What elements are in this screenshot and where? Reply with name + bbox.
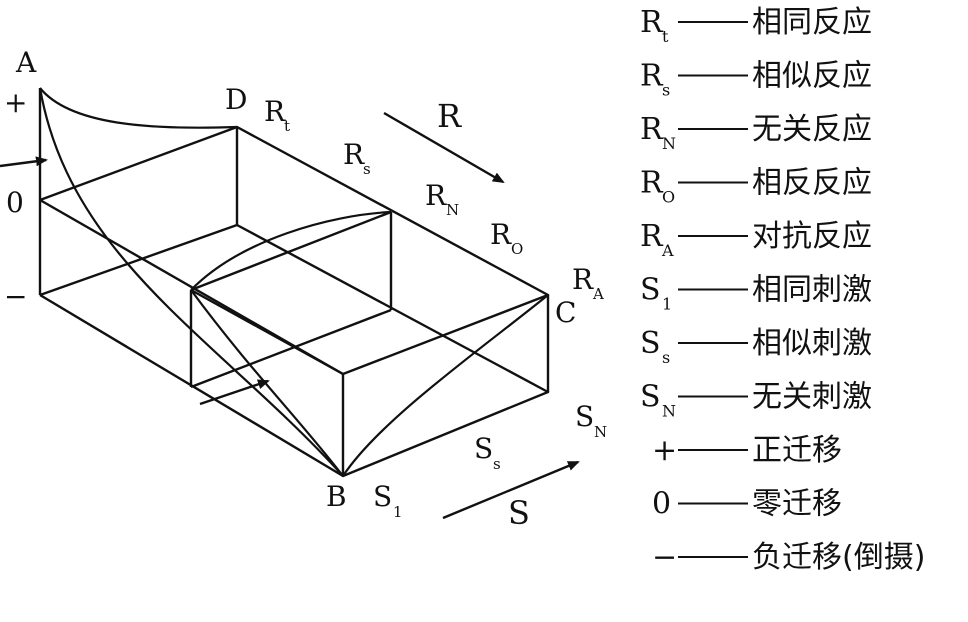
- vertex-B-label: B: [326, 480, 347, 513]
- curve-B-C: [342, 294, 549, 477]
- edge-label-SN: S N: [575, 400, 607, 441]
- arrows: [0, 111, 580, 520]
- legend-symbol: R: [640, 166, 664, 201]
- mid-diagonal-edge: [190, 288, 344, 376]
- legend-symbol: S: [640, 326, 661, 361]
- mid-top-edge: [190, 210, 392, 292]
- legend-item: 0 零迁移: [652, 487, 842, 522]
- R-direction-arrow: [383, 111, 505, 184]
- legend-symbol-subscript: N: [662, 134, 676, 153]
- legend-description: 相同反应: [752, 5, 872, 40]
- left-entry-arrow: [0, 156, 48, 168]
- vertex-D-label: D: [225, 83, 247, 116]
- legend-symbol-subscript: N: [662, 402, 676, 421]
- svg-text:1: 1: [393, 503, 403, 521]
- curve-B-mid: [190, 289, 344, 477]
- legend-symbol-subscript: A: [661, 241, 674, 260]
- svg-text:S: S: [575, 400, 594, 433]
- edge-label-S1: S 1: [373, 480, 403, 521]
- S-direction-arrow: [442, 460, 580, 520]
- plus-mark: +: [4, 86, 27, 119]
- edge-label-RA: R A: [572, 263, 604, 303]
- legend-description: 无关刺激: [752, 380, 872, 415]
- mid-bottom-edge: [190, 308, 392, 389]
- legend-symbol: 0: [652, 487, 671, 522]
- legend-symbol: +: [652, 433, 677, 468]
- legend-symbol: R: [640, 219, 664, 254]
- edge-label-RO: R O: [490, 218, 523, 258]
- svg-text:R: R: [343, 138, 365, 171]
- svg-text:s: s: [363, 160, 371, 178]
- vertex-A-label: A: [15, 46, 37, 79]
- svg-text:A: A: [592, 285, 604, 303]
- edge-label-Rt: R t: [264, 95, 290, 135]
- legend-description: 相似反应: [752, 59, 872, 94]
- legend-description: 相似刺激: [752, 326, 872, 361]
- legend-description: 正迁移: [752, 433, 842, 468]
- svg-text:S: S: [474, 432, 493, 465]
- legend-symbol: R: [640, 112, 664, 147]
- bottom-plane-edges: [39, 223, 550, 478]
- legend-symbol: S: [640, 380, 661, 415]
- legend-symbol-subscript: 1: [662, 295, 672, 314]
- legend-symbol-subscript: s: [662, 348, 670, 367]
- legend-description: 相反反应: [752, 166, 872, 201]
- legend-symbol: R: [640, 5, 664, 40]
- svg-text:R: R: [425, 179, 447, 212]
- legend-symbol: S: [640, 273, 661, 308]
- legend-description: 零迁移: [752, 487, 842, 522]
- legend-description: 相同刺激: [752, 273, 872, 308]
- svg-text:R: R: [572, 263, 594, 296]
- svg-text:S: S: [373, 480, 392, 513]
- R-axis-word: R: [437, 97, 462, 135]
- minus-mark: −: [4, 280, 27, 313]
- S-axis-word: S: [508, 494, 530, 532]
- legend-item: − 负迁移(倒摄): [652, 540, 925, 575]
- legend-description: 无关反应: [752, 112, 872, 147]
- legend-description: 对抗反应: [752, 219, 872, 254]
- vertex-C-label: C: [555, 296, 576, 329]
- legend-symbol: R: [640, 59, 664, 94]
- surface-curves: [38, 87, 549, 477]
- legend-item: + 正迁移: [652, 433, 842, 468]
- svg-text:R: R: [264, 95, 286, 128]
- legend-symbol-subscript: O: [662, 188, 675, 207]
- svg-text:R: R: [490, 218, 512, 251]
- curve-A-D: [39, 87, 238, 129]
- front-entry-arrow: [199, 379, 270, 406]
- curve-mid-RN: [190, 210, 392, 291]
- legend-symbol-subscript: t: [662, 27, 669, 46]
- legend-symbol-subscript: s: [662, 81, 670, 100]
- svg-text:N: N: [446, 201, 459, 219]
- zero-mark: 0: [6, 186, 24, 219]
- edge-label-RN: R N: [425, 179, 459, 219]
- curve-A-B: [38, 87, 344, 477]
- edge-label-Ss: S s: [474, 432, 501, 473]
- legend-description: 负迁移(倒摄): [752, 540, 925, 575]
- svg-text:t: t: [284, 117, 290, 135]
- legend-symbol: −: [652, 540, 677, 575]
- svg-text:O: O: [511, 240, 523, 258]
- svg-text:N: N: [594, 423, 607, 441]
- svg-text:s: s: [493, 455, 501, 473]
- edge-label-Rs: R s: [343, 138, 371, 178]
